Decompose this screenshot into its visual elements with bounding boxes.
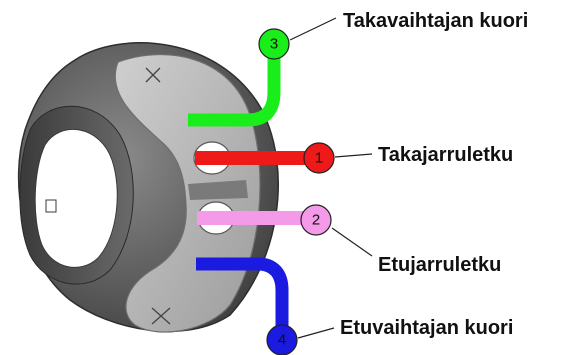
front-shift-housing-cable bbox=[196, 257, 289, 326]
leader-line-2 bbox=[331, 227, 373, 257]
clamp-key-notch bbox=[45, 199, 57, 213]
callout-number-1: 1 bbox=[315, 150, 323, 167]
cables bbox=[188, 50, 312, 326]
leader-line-1 bbox=[334, 153, 373, 158]
label-rear-brake-line: Takajarruletku bbox=[378, 144, 513, 166]
callout-number-3: 3 bbox=[270, 36, 278, 53]
callout-badge-2: 2 bbox=[300, 204, 332, 236]
handlebar-clamp bbox=[17, 42, 279, 333]
label-front-shift-housing: Etuvaihtajan kuori bbox=[340, 317, 513, 339]
screw-bottom bbox=[151, 307, 171, 325]
callout-badge-3: 3 bbox=[258, 28, 290, 60]
callout-badge-4: 4 bbox=[266, 324, 298, 355]
callout-number-2: 2 bbox=[312, 212, 320, 229]
rear-shift-housing-cable bbox=[188, 50, 281, 127]
plate-divider bbox=[188, 180, 248, 200]
callout-badge-1: 1 bbox=[303, 142, 335, 174]
callout-number-4: 4 bbox=[278, 332, 286, 349]
label-rear-shift-housing: Takavaihtajan kuori bbox=[343, 10, 528, 32]
label-front-brake-line: Etujarruletku bbox=[378, 254, 501, 276]
clamp-opening bbox=[34, 129, 118, 268]
leader-line-3 bbox=[289, 17, 337, 41]
screw-top bbox=[145, 67, 161, 83]
leader-line-4 bbox=[297, 327, 335, 339]
